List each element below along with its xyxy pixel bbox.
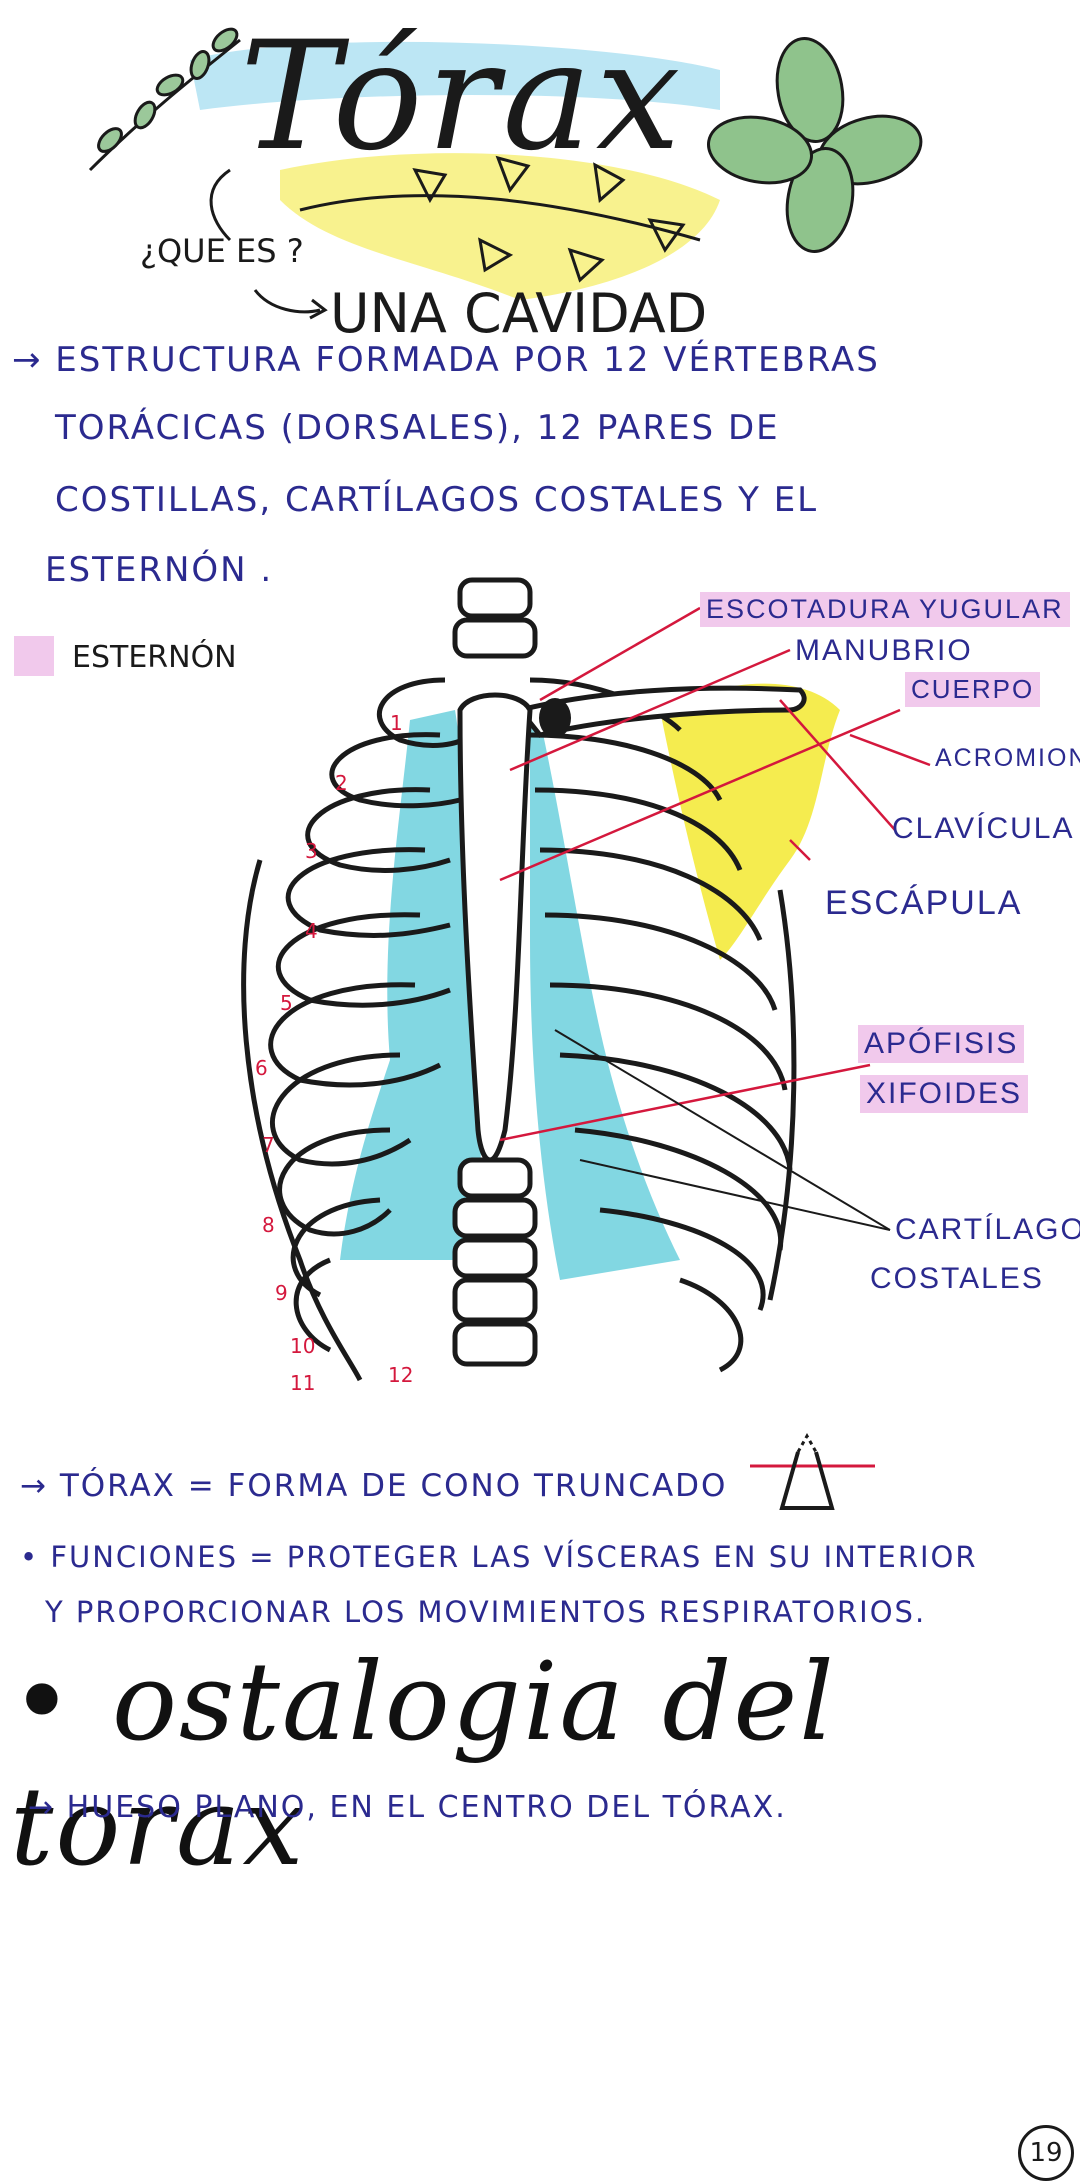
page-number: 19: [1018, 2125, 1074, 2181]
label-escapula: ESCÁPULA: [825, 884, 1023, 922]
clavicle-shape: [515, 685, 807, 738]
page-title: Tórax: [240, 10, 685, 184]
legend-swatch: [14, 636, 54, 676]
rib-number-1: 1: [390, 711, 403, 735]
cartilage-pointer-lines: [554, 1029, 891, 1231]
jugular-notch-mark: [539, 698, 571, 738]
intro-line-3: COSTILLAS, CARTÍLAGOS COSTALES Y EL: [55, 480, 819, 520]
label-cuerpo: CUERPO: [905, 672, 1041, 707]
label-costales: COSTALES: [870, 1262, 1044, 1295]
scapula-shape: [660, 683, 840, 960]
question-text: ¿QUE ES ?: [140, 232, 304, 270]
clover-icon: [706, 36, 923, 254]
legend-sternum-label: ESTERNÓN: [72, 640, 237, 675]
functions-line-1: • FUNCIONES = PROTEGER LAS VÍSCERAS EN S…: [20, 1540, 978, 1574]
label-apofisis: APÓFISIS: [858, 1025, 1025, 1063]
label-manubrio: MANUBRIO: [795, 634, 973, 667]
rib-number-9: 9: [275, 1281, 288, 1305]
answer-text: UNA CAVIDAD: [330, 282, 708, 345]
thorax-diagram: 1 2 3 4 5 6 7 8 9 10 11 12: [241, 577, 931, 1395]
label-xifoides: XIFOIDES: [860, 1075, 1029, 1113]
functions-line-2: Y PROPORCIONAR LOS MOVIMIENTOS RESPIRATO…: [45, 1595, 927, 1629]
rib-number-6: 6: [255, 1056, 268, 1080]
spine: [452, 577, 538, 1367]
label-clavicula: CLAVÍCULA: [892, 812, 1075, 845]
pointer-lines: [499, 606, 931, 1142]
header-decoration: [88, 27, 923, 320]
rib-number-10: 10: [290, 1334, 315, 1358]
rib-number-12: 12: [388, 1363, 413, 1387]
vine-icon: [299, 155, 701, 283]
ribs: [241, 677, 797, 1382]
rib-number-4: 4: [305, 919, 318, 943]
left-branch-icon: [88, 27, 241, 172]
truncated-cone-icon: [750, 1432, 875, 1510]
label-cartilagos: CARTÍLAGOS: [895, 1213, 1080, 1246]
intro-line-1: → ESTRUCTURA FORMADA POR 12 VÉRTEBRAS: [12, 340, 880, 380]
rib-number-8: 8: [262, 1213, 275, 1237]
rib-number-3: 3: [305, 839, 318, 863]
rib-number-7: 7: [262, 1133, 275, 1157]
rib-number-2: 2: [335, 771, 348, 795]
intro-line-2: TORÁCICAS (DORSALES), 12 PARES DE: [55, 408, 780, 448]
shape-note: → TÓRAX = FORMA DE CONO TRUNCADO: [20, 1468, 728, 1504]
sternum-shape: [457, 692, 533, 1163]
label-acromion: ACROMION: [935, 744, 1080, 772]
costal-cartilage-right: [530, 720, 680, 1280]
rib-number-11: 11: [290, 1371, 315, 1395]
section-title: • ostalogia del torax: [10, 1640, 836, 1890]
rib-number-5: 5: [280, 991, 293, 1015]
bone-note: → HUESO PLANO, EN EL CENTRO DEL TÓRAX.: [28, 1790, 787, 1825]
intro-line-4: ESTERNÓN .: [45, 550, 274, 590]
label-escotadura-yugular: ESCOTADURA YUGULAR: [700, 592, 1070, 627]
